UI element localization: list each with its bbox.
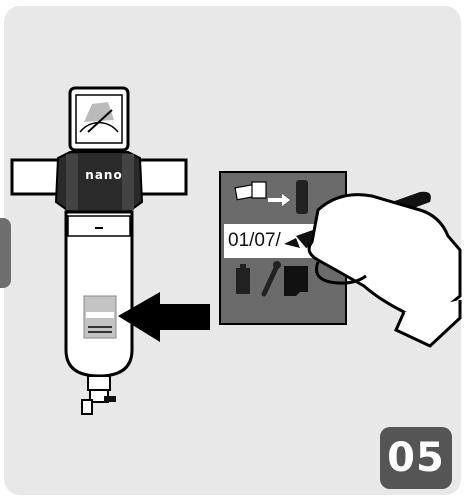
- filter-head: [54, 151, 144, 213]
- step-number: 05: [387, 435, 445, 481]
- wrench-icon: [261, 261, 281, 297]
- filter-bowl: [64, 210, 134, 378]
- brand-logo: nano: [85, 168, 123, 182]
- arrow-left-icon: [118, 292, 210, 342]
- pipe-right: [136, 158, 188, 196]
- filter-change-icon: [234, 180, 308, 214]
- hand-with-pen-icon: [284, 191, 462, 348]
- drain-valve: [81, 375, 116, 415]
- previous-step-tab[interactable]: [0, 218, 11, 288]
- pressure-gauge-icon: [68, 86, 130, 161]
- sticky-note-icon: [284, 266, 308, 296]
- battery-icon: [236, 264, 250, 294]
- date-written: 01/07/: [228, 230, 281, 251]
- step-badge: 05: [380, 427, 452, 489]
